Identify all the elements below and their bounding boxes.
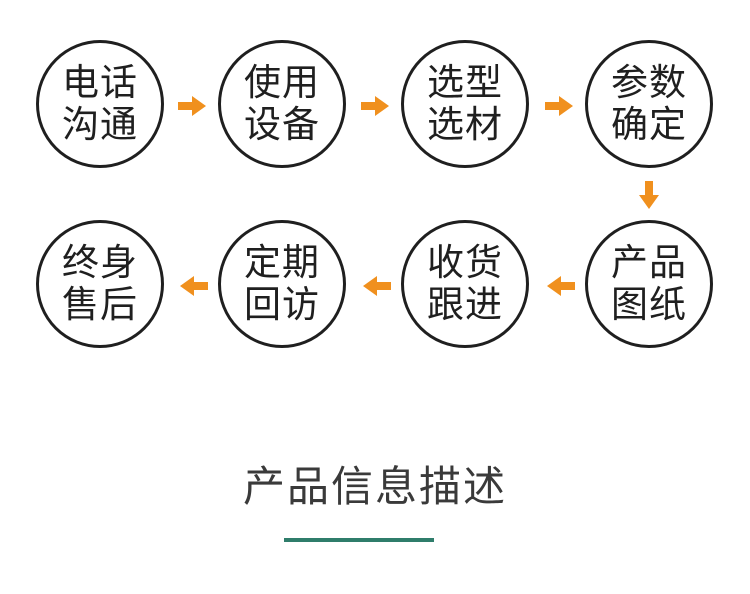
step-label-line2: 回访 [244, 283, 320, 326]
step-label-line1: 参数 [611, 61, 687, 104]
step-label-line2: 售后 [62, 283, 138, 326]
step-label-line1: 收货 [427, 241, 503, 284]
step-label-line1: 电话 [62, 61, 138, 104]
step-label-line2: 选材 [427, 103, 503, 146]
title-underline [284, 538, 434, 542]
section-title: 产品信息描述 [242, 462, 507, 511]
step-label-line2: 图纸 [611, 283, 687, 326]
step-regular-visit: 定期 回访 [218, 220, 346, 348]
arrow-left-icon [361, 274, 391, 298]
step-product-drawing: 产品 图纸 [585, 220, 713, 348]
step-label-line2: 跟进 [427, 283, 503, 326]
arrow-left-icon [545, 274, 575, 298]
step-label-line1: 定期 [244, 241, 320, 284]
step-label-line1: 使用 [244, 61, 320, 104]
step-label-line2: 沟通 [62, 103, 138, 146]
step-model-selection: 选型 选材 [401, 40, 529, 168]
arrow-down-icon [637, 181, 661, 211]
step-label-line1: 选型 [427, 61, 503, 104]
step-label-line1: 产品 [611, 241, 687, 284]
arrow-right-icon [178, 94, 208, 118]
step-lifetime-service: 终身 售后 [36, 220, 164, 348]
step-delivery-followup: 收货 跟进 [401, 220, 529, 348]
step-parameter-confirm: 参数 确定 [585, 40, 713, 168]
arrow-right-icon [361, 94, 391, 118]
step-phone-consult: 电话 沟通 [36, 40, 164, 168]
arrow-left-icon [178, 274, 208, 298]
step-label-line2: 确定 [611, 103, 687, 146]
step-label-line2: 设备 [244, 103, 320, 146]
arrow-right-icon [545, 94, 575, 118]
step-label-line1: 终身 [62, 241, 138, 284]
step-equipment-use: 使用 设备 [218, 40, 346, 168]
